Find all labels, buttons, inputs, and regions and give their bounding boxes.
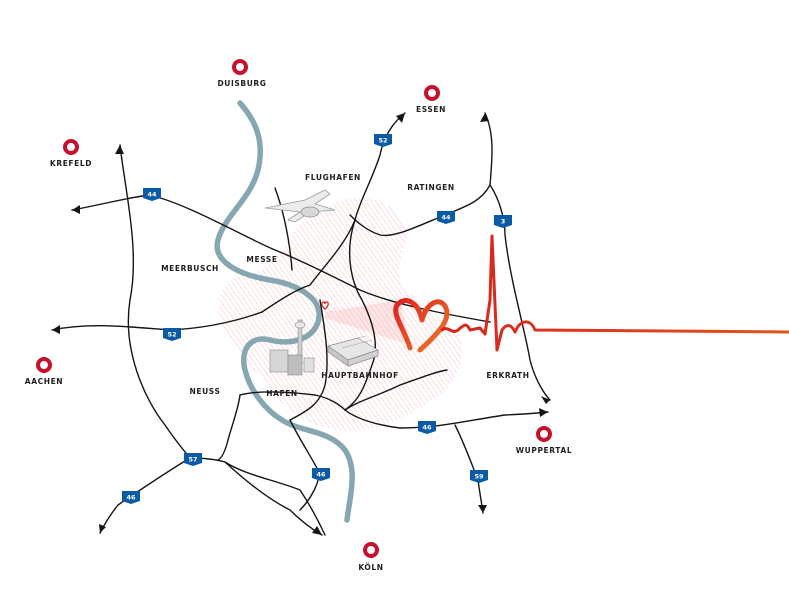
arrow-icon: [478, 505, 487, 513]
arrow-icon: [396, 113, 405, 123]
highway-shield-icon: [163, 328, 181, 341]
highway-shield-icon: [184, 453, 202, 466]
city-label-essen: ESSEN: [416, 105, 446, 114]
district-label-ratingen: RATINGEN: [407, 183, 455, 192]
district-label-flughafen: FLUGHAFEN: [305, 173, 361, 182]
district-label-messe: MESSE: [246, 255, 277, 264]
city-label-aachen: AACHEN: [25, 377, 63, 386]
highway-shield-icon: [143, 188, 161, 201]
highway-shield-icon: [312, 468, 330, 481]
highway-shield-icon: [418, 421, 436, 434]
arrow-icon: [312, 526, 322, 535]
highway-number: 59: [474, 472, 484, 480]
district-label-hafen: HAFEN: [266, 389, 298, 398]
arrow-icon: [72, 205, 80, 214]
highway-shield-a59: 59: [470, 470, 488, 483]
highway-number: 57: [188, 455, 197, 463]
airport-icon: [264, 189, 336, 223]
city-label-wuppertal: WUPPERTAL: [516, 446, 572, 455]
highway-shield-a46-east: 46: [418, 421, 436, 434]
highway-shield-a52-west: 52: [163, 328, 181, 341]
highway-shield-icon: [374, 134, 392, 147]
district-label-meerbusch: MEERBUSCH: [161, 264, 219, 273]
district-label-neuss: NEUSS: [190, 387, 221, 396]
city-label-krefeld: KREFELD: [50, 159, 92, 168]
heart-beam: [325, 300, 410, 345]
highway-number: 3: [501, 217, 506, 225]
highway-number: 52: [167, 330, 176, 338]
highway-shield-a46-south: 46: [312, 468, 330, 481]
arrow-icon: [115, 145, 124, 154]
highway-shield-a3: 3: [494, 215, 512, 228]
highway-shield-a46-southwest: 46: [122, 491, 140, 504]
road-arrows: [52, 113, 550, 535]
highway-shield-a44-east: 44: [437, 211, 455, 224]
highway-shield-a52-north: 52: [374, 134, 392, 147]
highway-shield-icon: [122, 491, 140, 504]
district-label-erkrath: ERKRATH: [486, 371, 529, 380]
arrow-icon: [541, 396, 550, 404]
highway-number: 44: [441, 213, 451, 221]
highway-number: 52: [378, 136, 387, 144]
station-building-icon: [327, 335, 379, 367]
district-label-hauptbahnhof: HAUPTBAHNHOF: [321, 371, 399, 380]
arrow-icon: [52, 325, 60, 334]
highway-shield-icon: [437, 211, 455, 224]
highway-shield-a44-west: 44: [143, 188, 161, 201]
highway-shields: 52 44 44 3 52 46 57 46 46 59: [122, 134, 512, 504]
pulse-line: [440, 234, 789, 352]
city-label-koeln: KÖLN: [358, 563, 383, 572]
arrow-icon: [539, 408, 548, 417]
highway-number: 44: [147, 190, 157, 198]
heart-icon: [393, 298, 450, 353]
highway-number: 46: [422, 423, 432, 431]
rhine-tower-icon: [269, 319, 315, 376]
arrow-icon: [99, 524, 106, 533]
city-area: [219, 197, 462, 431]
highway-shield-a57: 57: [184, 453, 202, 466]
highway-shield-icon: [494, 215, 512, 228]
river-rhine: [214, 100, 355, 523]
city-label-duisburg: DUISBURG: [217, 79, 266, 88]
city-marker-icon: [36, 59, 552, 558]
arrow-icon: [480, 113, 489, 122]
highway-shield-icon: [470, 470, 488, 483]
highway-number: 46: [126, 493, 136, 501]
highway-number: 46: [316, 470, 326, 478]
small-heart-icon: [321, 301, 329, 310]
